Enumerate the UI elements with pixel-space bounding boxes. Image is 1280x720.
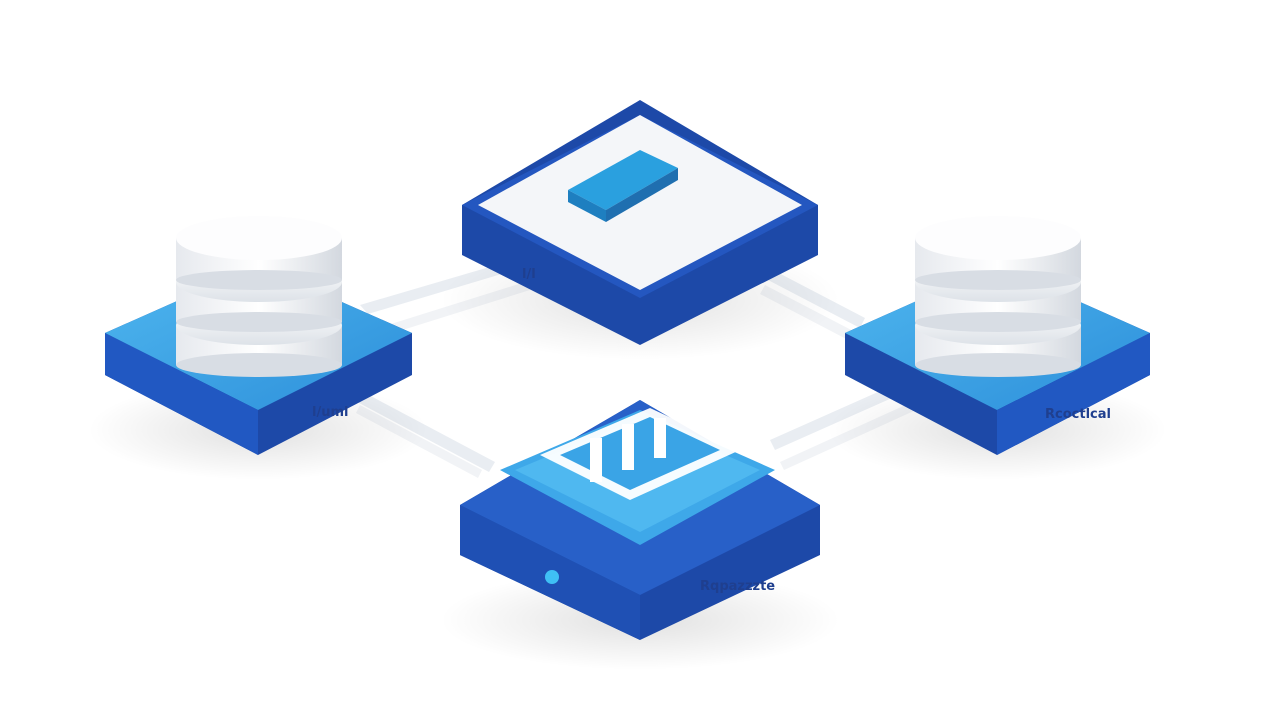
top-node-panel bbox=[478, 115, 802, 290]
status-led bbox=[545, 570, 559, 584]
top-node-label: l/l bbox=[522, 267, 536, 282]
database-icon bbox=[915, 216, 1081, 377]
top-node: l/l bbox=[440, 100, 840, 360]
left-node: l/uml bbox=[88, 216, 428, 480]
left-node-label: l/uml bbox=[312, 405, 348, 420]
bottom-node: Rqpazzzte bbox=[440, 400, 840, 670]
right-node: Rcoctlcal bbox=[827, 216, 1167, 480]
panel-icon bbox=[568, 150, 678, 222]
right-node-label: Rcoctlcal bbox=[1045, 407, 1111, 422]
chip-icon bbox=[500, 408, 775, 545]
database-icon bbox=[176, 216, 342, 377]
bottom-node-label: Rqpazzzte bbox=[700, 579, 775, 594]
